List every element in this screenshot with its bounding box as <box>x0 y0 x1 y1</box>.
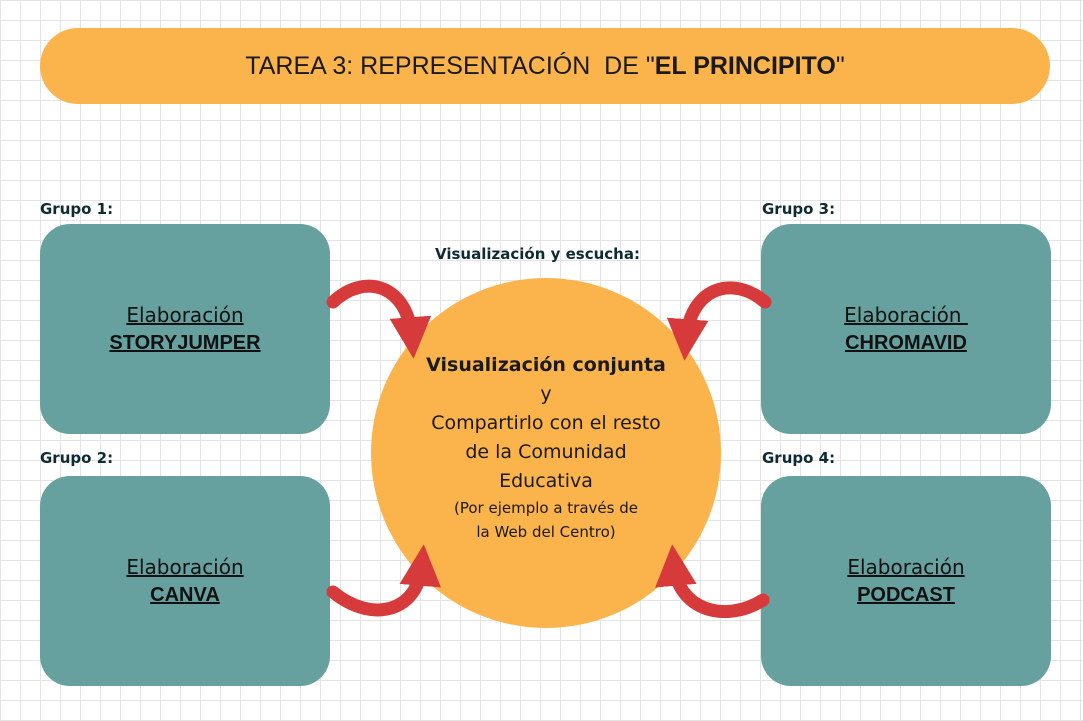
group-2-label: Grupo 2: <box>40 449 114 467</box>
title-suffix: " <box>835 51 845 80</box>
group-3-tool: CHROMAVID <box>845 332 967 354</box>
group-1-box: Elaboración STORYJUMPER <box>40 224 330 434</box>
group-3-action: Elaboración <box>844 303 968 327</box>
center-label: Visualización y escucha: <box>435 245 640 263</box>
group-3-box: Elaboración CHROMAVID <box>761 224 1051 434</box>
center-connector: y <box>540 383 552 405</box>
arrow-group-4 <box>655 544 770 619</box>
group-4-label: Grupo 4: <box>762 449 836 467</box>
group-1-tool: STORYJUMPER <box>109 332 261 354</box>
center-note-1: (Por ejemplo a través de <box>454 499 638 517</box>
group-2-box: Elaboración CANVA <box>40 476 330 686</box>
center-line-2: de la Comunidad <box>465 441 627 463</box>
group-4-action: Elaboración <box>847 555 965 579</box>
center-text: Visualización conjunta y Compartirlo con… <box>371 350 721 544</box>
group-1-label: Grupo 1: <box>40 200 114 218</box>
group-3-label: Grupo 3: <box>762 200 836 218</box>
arrow-group-3 <box>666 281 772 361</box>
arrow-group-2 <box>326 544 441 617</box>
arrow-group-1 <box>326 279 432 359</box>
center-line-1: Compartirlo con el resto <box>431 412 661 434</box>
group-2-action: Elaboración <box>126 555 244 579</box>
group-2-tool: CANVA <box>150 584 220 606</box>
center-note-2: la Web del Centro) <box>476 523 616 541</box>
center-main: Visualización conjunta <box>426 354 666 376</box>
title-banner: TAREA 3: REPRESENTACIÓN DE "EL PRINCIPIT… <box>40 28 1050 104</box>
group-4-box: Elaboración PODCAST <box>761 476 1051 686</box>
group-1-action: Elaboración <box>126 303 244 327</box>
title-prefix: TAREA 3: REPRESENTACIÓN DE " <box>245 51 655 80</box>
title-bold: EL PRINCIPITO <box>654 51 836 80</box>
group-4-tool: PODCAST <box>857 584 955 606</box>
center-line-3: Educativa <box>499 470 593 492</box>
